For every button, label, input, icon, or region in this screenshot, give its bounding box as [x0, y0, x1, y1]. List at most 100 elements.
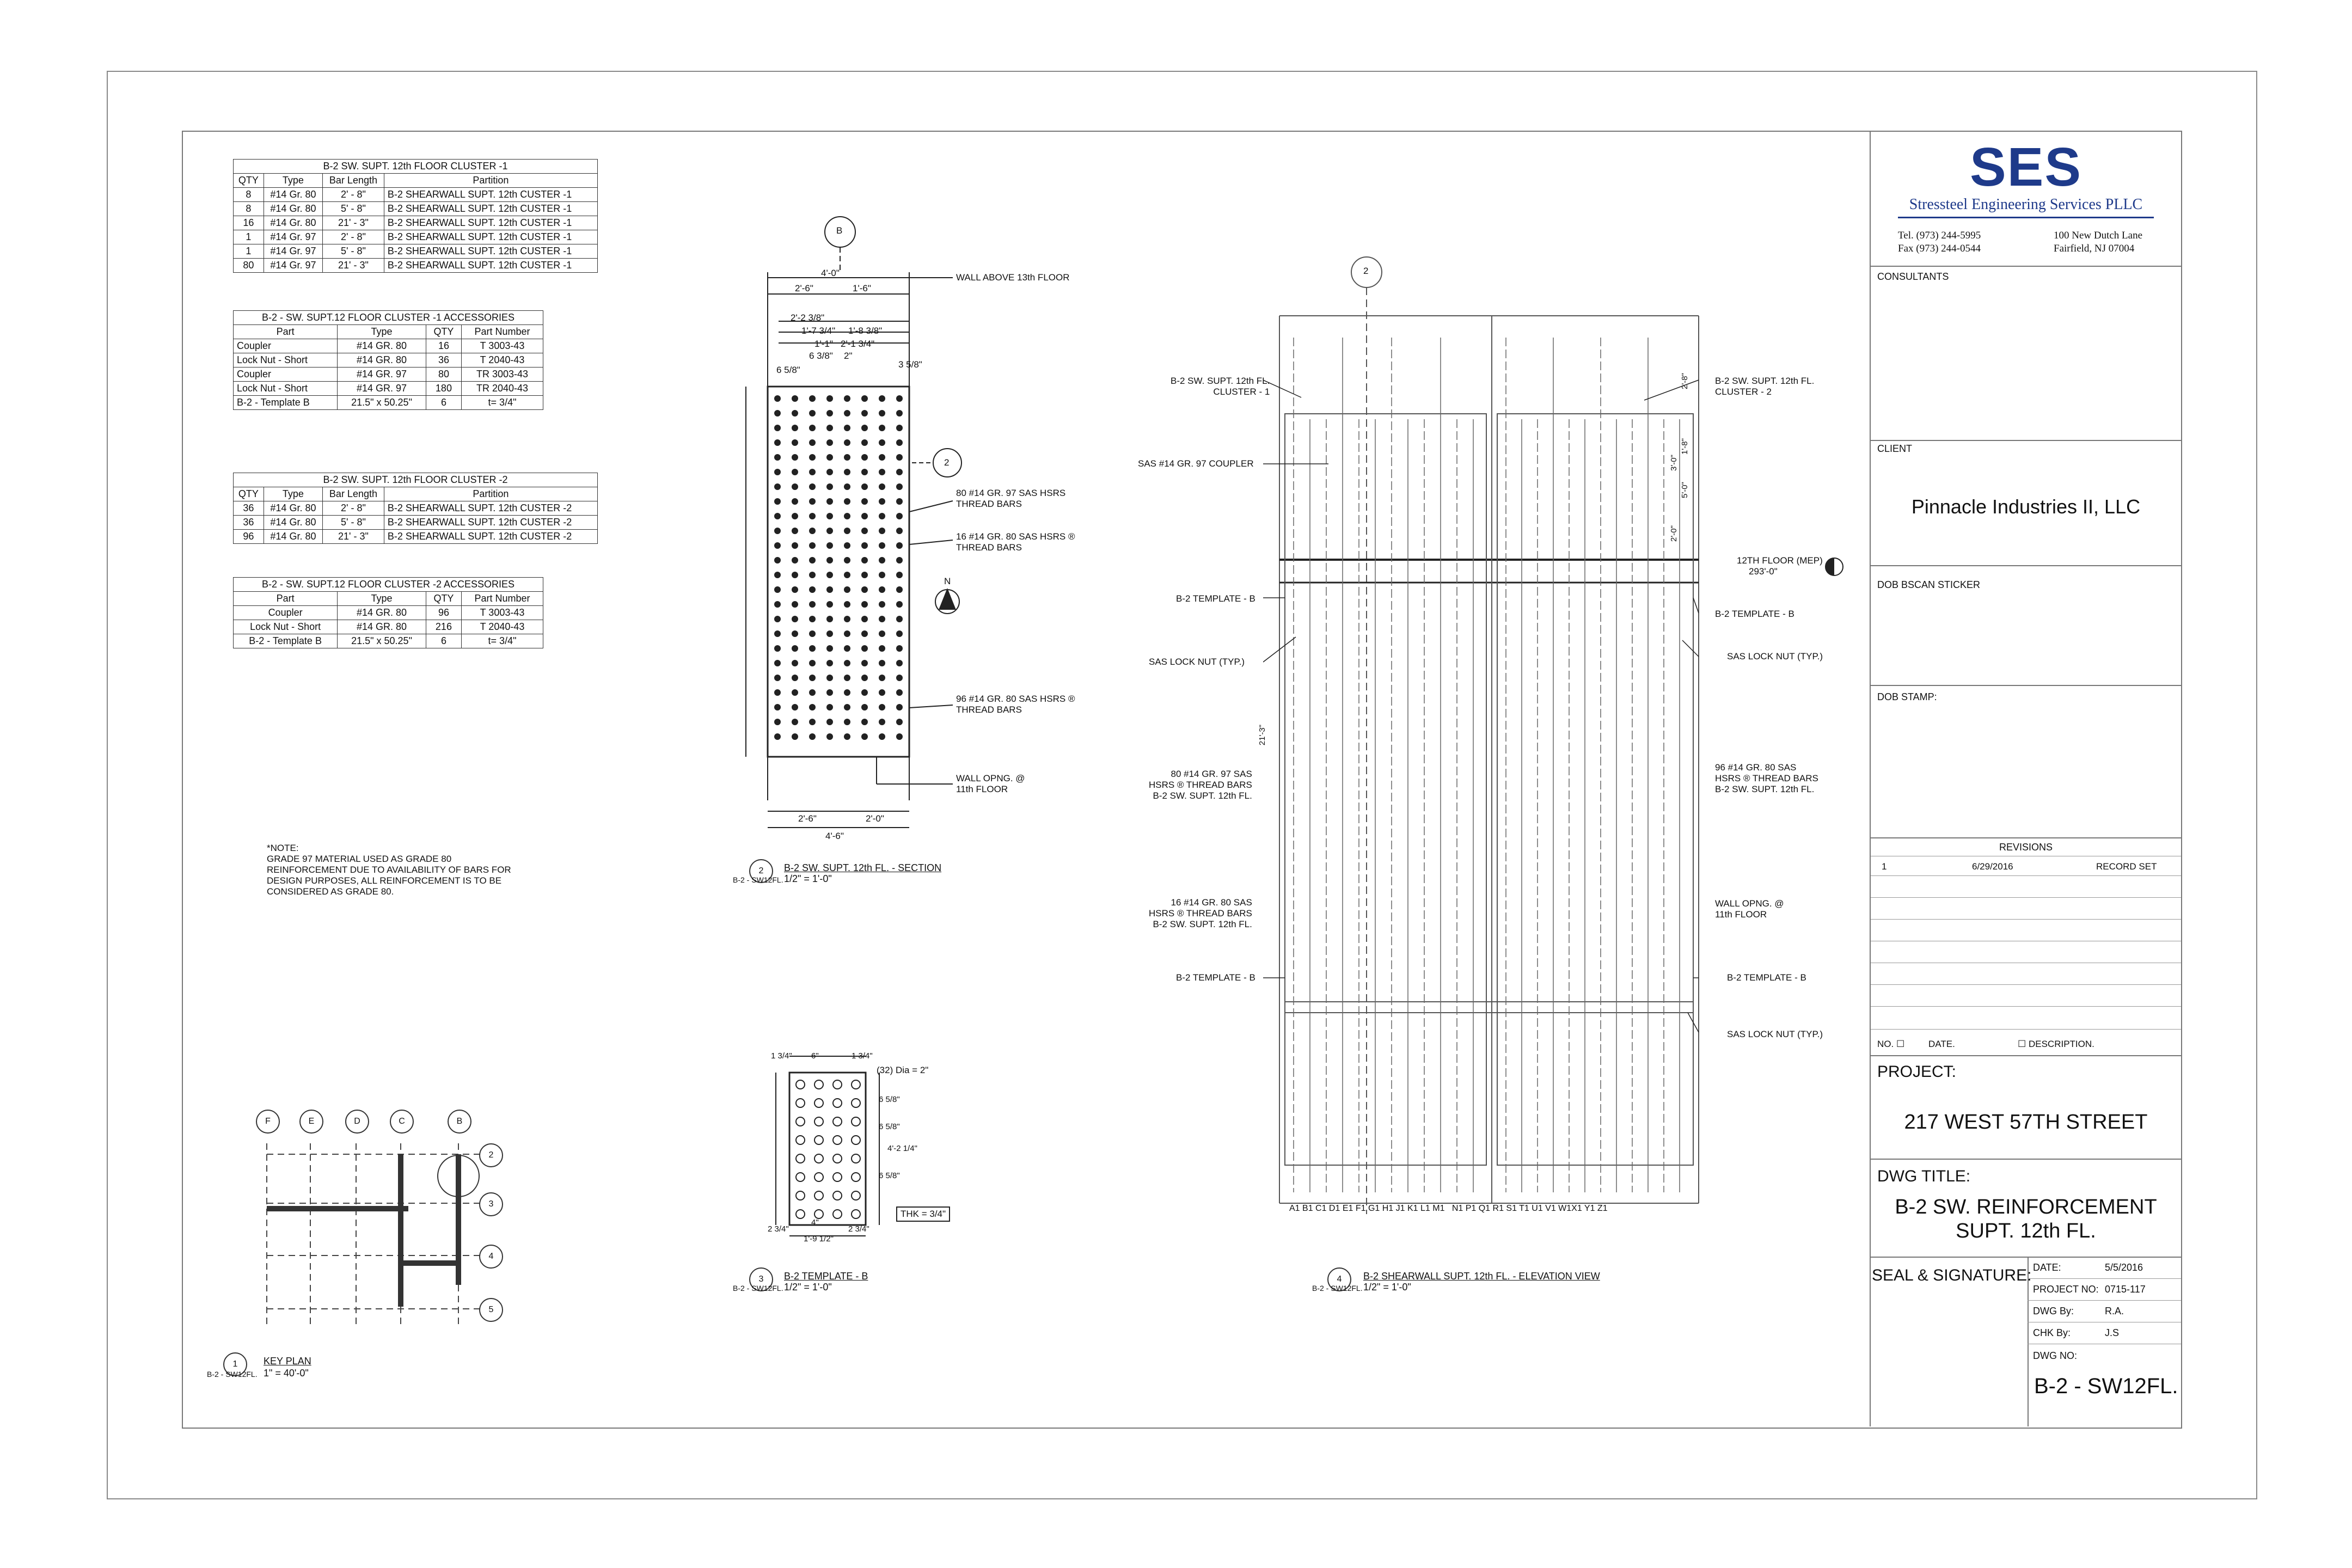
rebar-section-dot [774, 469, 781, 475]
elev-bars-l2: 16 #14 GR. 80 SAS HSRS ® THREAD BARS B-2… [1149, 897, 1252, 929]
logo-rule [1898, 217, 2154, 218]
table-cell: 96 [233, 529, 264, 544]
rebar-section-dot [809, 689, 816, 696]
rebar-section-dot [774, 660, 781, 666]
rebar-section-dot [861, 395, 868, 402]
table-cell: TR 3003-43 [461, 367, 543, 382]
rebar-section-dot [826, 513, 833, 519]
company-name: Stressteel Engineering Services PLLC [1909, 196, 2143, 213]
elev-scale: 1/2" = 1'-0" [1363, 1282, 1411, 1293]
rebar-section-dot [844, 483, 850, 490]
rebar-section-dot [792, 542, 798, 549]
rebar-section-dot [774, 439, 781, 446]
rebar-section-dot [826, 498, 833, 505]
rebar-section-dot [879, 660, 885, 666]
rebar-section-dot [792, 689, 798, 696]
template-dim-bm: 4" [811, 1218, 819, 1227]
rebar-section-dot [879, 439, 885, 446]
keyplan-grid-col-C: C [390, 1110, 414, 1134]
table-cell: t= 3/4" [461, 634, 543, 648]
client-name: Pinnacle Industries II, LLC [1911, 495, 2141, 518]
date-value: 5/5/2016 [2105, 1262, 2143, 1273]
table-cell: 5' - 8" [322, 244, 384, 259]
template-hole [795, 1154, 805, 1163]
rebar-section-dot [774, 557, 781, 564]
rebar-section-dot [809, 410, 816, 416]
table-cell: #14 Gr. 97 [263, 258, 323, 273]
template-hole [832, 1080, 842, 1089]
table-cell: 180 [425, 381, 462, 396]
rebar-section-dot [844, 395, 850, 402]
table-header: Bar Length [322, 173, 384, 188]
table-header: Partition [383, 487, 598, 501]
rebar-section-dot [826, 689, 833, 696]
rebar-section-dot [879, 601, 885, 608]
rebar-section-dot [861, 454, 868, 461]
rebar-section-dot [774, 572, 781, 578]
rebar-section-dot [861, 675, 868, 681]
rebar-section-dot [844, 410, 850, 416]
elev-bar-labels: A1 B1 C1 D1 E1 F1 G1 H1 J1 K1 L1 M1 N1 P… [1289, 1204, 1608, 1213]
rebar-section-dot [792, 483, 798, 490]
rebar-section-dot [879, 645, 885, 652]
rebar-section-dot [844, 660, 850, 666]
rebar-section-dot [861, 410, 868, 416]
rebar-section-dot [844, 513, 850, 519]
rebar-section-dot [774, 425, 781, 431]
keyplan-grid-row-5: 5 [479, 1298, 503, 1322]
template-hole [851, 1172, 861, 1182]
rebar-section-dot [844, 542, 850, 549]
elev-wall-opng: WALL OPNG. @ 11th FLOOR [1715, 898, 1784, 920]
table-cell: T 3003-43 [461, 339, 543, 353]
rebar-section-dot [826, 557, 833, 564]
rebar-section-dot [861, 616, 868, 622]
template-scale: 1/2" = 1'-0" [784, 1282, 832, 1293]
section-dim-k: 6 5/8" [776, 365, 800, 375]
rebar-section-dot [792, 425, 798, 431]
dwg-title-line1: B-2 SW. REINFORCEMENT [1895, 1196, 2157, 1218]
rebar-section-dot [896, 704, 903, 710]
rebar-section-dot [844, 689, 850, 696]
rebar-section-dot [844, 528, 850, 534]
template-hole [851, 1117, 861, 1126]
rebar-section-dot [826, 660, 833, 666]
section-dim-a: 2'-6" [795, 283, 813, 293]
rebar-section-dot [879, 498, 885, 505]
section-dim-j: 3 5/8" [898, 359, 922, 370]
rebar-section-dot [792, 616, 798, 622]
rebar-section-dot [844, 645, 850, 652]
dwg-title-line2: SUPT. 12th FL. [1956, 1220, 2096, 1242]
rebar-section-dot [896, 498, 903, 505]
rebar-section-dot [774, 719, 781, 725]
rebar-section-dot [809, 528, 816, 534]
rebar-section-dot [809, 557, 816, 564]
elev-sheet-ref: B-2 - SW12FL. [1312, 1284, 1363, 1293]
rebar-section-dot [879, 616, 885, 622]
rebar-section-dot [861, 630, 868, 637]
project-heading: PROJECT: [1877, 1063, 1957, 1081]
rebar-section-dot [826, 542, 833, 549]
rebar-section-dot [844, 586, 850, 593]
table-header: Part [232, 324, 338, 339]
table-cell: 80 [233, 258, 264, 273]
template-dim-r: 1 3/4" [852, 1051, 873, 1061]
table-cell: 16 [233, 216, 264, 230]
title-block: SES Stressteel Engineering Services PLLC… [1870, 131, 2181, 1426]
table-cell: 216 [425, 620, 462, 634]
table-cell: 1 [233, 230, 264, 244]
table-header: QTY [425, 591, 462, 606]
table-header: Part [232, 591, 338, 606]
template-hole [795, 1098, 805, 1108]
rebar-section-dot [774, 410, 781, 416]
rebar-section-dot [861, 425, 868, 431]
table-cell: #14 GR. 80 [337, 339, 426, 353]
revision-col-no: NO. ☐ [1877, 1039, 1905, 1049]
template-hole [814, 1080, 824, 1089]
rebar-section-dot [809, 616, 816, 622]
rebar-section-dot [826, 719, 833, 725]
table-cell: T 2040-43 [461, 620, 543, 634]
section-dim-f: 2'-1 3/4" [841, 339, 875, 349]
rebar-section-dot [896, 572, 903, 578]
